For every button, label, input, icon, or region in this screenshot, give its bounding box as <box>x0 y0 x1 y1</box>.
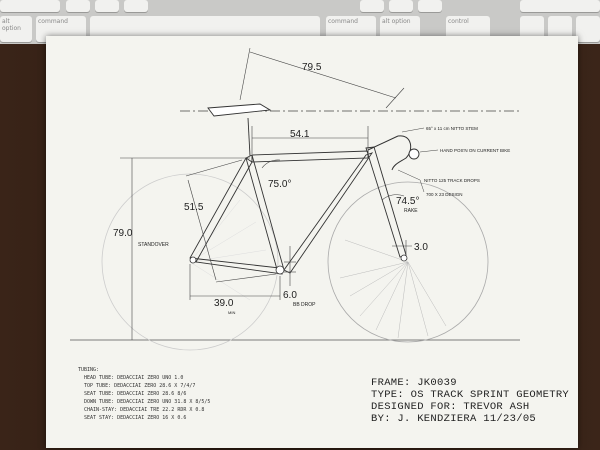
rear-dropout <box>189 256 197 264</box>
dimension-offset-label: 3.0 <box>414 242 428 253</box>
frame-tubes <box>189 117 407 275</box>
standover-caption: STANDOVER <box>138 242 169 248</box>
note-drops: NITTO 125 TRACK DROPS <box>424 178 480 183</box>
keyboard-key <box>95 0 119 12</box>
title-type: TYPE: OS TRACK SPRINT GEOMETRY <box>371 389 570 401</box>
stem <box>367 135 399 151</box>
hand-position-marker <box>408 148 420 160</box>
title-designed-for: DESIGNED FOR: TREVOR ASH <box>371 401 530 413</box>
tubing-line: SEAT TUBE: DEDACCIAI ZERO 28.6 8/6 <box>84 391 187 397</box>
rake-caption: RAKE <box>404 208 418 214</box>
dimension-standover-label: 79.0 <box>113 228 133 239</box>
dimension-seat-tube-label: 51.5 <box>184 202 204 213</box>
keyboard-key <box>520 0 600 12</box>
tubing-line: TOP TUBE: DEDACCIAI ZERO 28.6 X 7/4/7 <box>84 383 196 389</box>
keyboard-key <box>360 0 384 12</box>
dimension-chainstay-label: 39.0 <box>214 298 234 309</box>
dimension-reach-label: 79.5 <box>302 62 322 73</box>
dimension-offset <box>392 240 412 256</box>
front-wheel <box>327 181 489 343</box>
note-stem: 65° x 11 cm NITTO STEM <box>426 126 478 131</box>
drawing-sheet <box>46 36 578 448</box>
dimension-chainstay <box>189 264 281 300</box>
seat-post <box>247 117 251 157</box>
title-block: FRAME: JK0039 TYPE: OS TRACK SPRINT GEOM… <box>371 377 569 425</box>
saddle <box>207 103 272 117</box>
rear-wheel <box>101 173 279 351</box>
tubing-spec-list: TUBING: HEAD TUBE: DEDACCIAI ZERO UNO 1.… <box>78 366 210 422</box>
title-frame: FRAME: JK0039 <box>371 377 457 389</box>
chain-stay <box>189 257 283 275</box>
top-tube <box>251 150 369 163</box>
leader-lines <box>397 127 439 193</box>
note-tire: 700 X 23 DESIGN <box>426 192 463 197</box>
keyboard-key <box>389 0 413 12</box>
dimension-seat-tube <box>185 159 277 283</box>
dimension-bb-drop-label: 6.0 <box>283 290 297 301</box>
dimension-head-angle-label: 74.5° <box>396 196 419 207</box>
tubing-line: HEAD TUBE: DEDACCIAI ZERO UNO 1.0 <box>84 375 184 381</box>
keyboard-key <box>124 0 148 12</box>
front-wheel-spokes <box>339 239 447 339</box>
dimension-bb-drop <box>284 246 296 286</box>
bottom-bracket <box>275 265 285 275</box>
note-hand-position: HAND POS'N ON CURRENT BIKE <box>440 148 510 153</box>
dimension-top-tube-label: 54.1 <box>290 129 310 140</box>
arrow-key <box>576 16 600 42</box>
keyboard-key <box>0 0 60 12</box>
front-dropout <box>400 254 408 262</box>
tubing-line: SEAT STAY: DEDACCIAI ZERO 16 X 0.6 <box>84 415 187 421</box>
rear-wheel-spokes <box>189 199 267 301</box>
dimension-top-tube <box>251 126 369 154</box>
seat-tube <box>245 154 285 274</box>
bb-drop-caption: BB DROP <box>293 302 316 308</box>
tubing-line: CHAIN-STAY: DEDACCIAI TRE 22.2 RDR X 0.8 <box>84 407 205 413</box>
handlebar-drops <box>391 135 412 171</box>
keyboard-key <box>66 0 90 12</box>
tubing-line: DOWN TUBE: DEDACCIAI ZERO UNO 31.8 X 8/5… <box>84 399 211 405</box>
dimension-reach <box>239 47 405 109</box>
keyboard-key <box>418 0 442 12</box>
chainstay-caption: MIN <box>228 310 235 315</box>
dimension-standover <box>120 157 250 340</box>
title-by: BY: J. KENDZIERA 11/23/05 <box>371 413 537 425</box>
keyboard-key: alt option <box>0 16 32 42</box>
dimension-seat-angle-label: 75.0° <box>268 179 291 190</box>
tubing-heading: TUBING: <box>78 367 100 373</box>
seat-angle-arc <box>261 159 281 169</box>
